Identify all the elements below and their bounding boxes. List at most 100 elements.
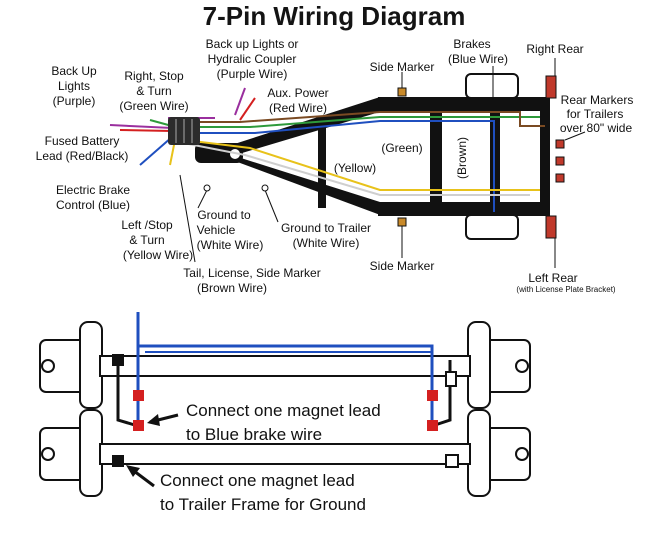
leader-tail-license xyxy=(179,174,196,263)
axle-tube-lower xyxy=(99,443,471,465)
note-magnet-blue-1: Connect one magnet lead xyxy=(186,401,381,420)
trailer-frame xyxy=(195,73,550,240)
label-aux-power-1: Aux. Power xyxy=(267,86,328,100)
label-left-stop-2: & Turn xyxy=(129,233,164,247)
label-left-stop-1: Left /Stop xyxy=(121,218,173,232)
label-ground-trailer-2: (White Wire) xyxy=(293,236,360,250)
label-back-up-lights-3: (Purple) xyxy=(53,94,96,108)
label-tail-license-1: Tail, License, Side Marker xyxy=(183,266,320,280)
label-tail-license-2: (Brown Wire) xyxy=(197,281,267,295)
frame-bottom-rail xyxy=(378,202,548,216)
label-left-rear: Left Rear xyxy=(528,271,577,285)
splice-upper-left xyxy=(133,390,144,401)
label-yellow: (Yellow) xyxy=(334,161,376,175)
leader-lines xyxy=(179,58,586,268)
label-left-stop-3: (Yellow Wire) xyxy=(123,248,193,262)
label-fused-battery-2: Lead (Red/Black) xyxy=(36,149,129,163)
plug-purple xyxy=(109,124,173,129)
rear-marker-2 xyxy=(555,156,565,166)
side-marker-bottom xyxy=(397,217,407,227)
label-side-marker-top: Side Marker xyxy=(370,60,435,74)
label-side-marker-bottom: Side Marker xyxy=(370,259,435,273)
side-marker-top xyxy=(397,87,407,97)
leader-rear-markers xyxy=(564,131,586,141)
note-magnet-ground-2: to Trailer Frame for Ground xyxy=(160,495,366,514)
label-right-stop-3: (Green Wire) xyxy=(119,99,188,113)
ground-wire-left xyxy=(116,360,139,428)
label-backup-hydraulic-1: Back up Lights or xyxy=(206,37,299,51)
label-electric-brake-2: Control (Blue) xyxy=(56,198,130,212)
page-title: 7-Pin Wiring Diagram xyxy=(203,1,466,31)
label-brakes-2: (Blue Wire) xyxy=(448,52,508,66)
aux-purple xyxy=(234,87,246,116)
wheel-left xyxy=(465,214,519,240)
label-brown: (Brown) xyxy=(455,137,469,179)
label-green: (Green) xyxy=(381,141,422,155)
label-rear-markers-3: over 80" wide xyxy=(560,121,633,135)
rear-marker-3 xyxy=(555,173,565,183)
label-brakes-1: Brakes xyxy=(453,37,490,51)
axle-tube-upper xyxy=(99,355,471,377)
rear-marker-1 xyxy=(555,139,565,149)
aux-red xyxy=(239,97,256,121)
spindle-upper-right xyxy=(515,359,529,373)
spindle-upper-left xyxy=(41,359,55,373)
label-electric-brake-1: Electric Brake xyxy=(56,183,130,197)
label-back-up-lights-2: Lights xyxy=(58,79,90,93)
tongue-upper-rail xyxy=(222,97,383,156)
hub-upper-right xyxy=(467,321,491,409)
leader-ground-vehicle xyxy=(197,189,208,209)
label-back-up-lights-1: Back Up xyxy=(51,64,97,78)
label-fused-battery-1: Fused Battery xyxy=(45,134,120,148)
cross-member-2 xyxy=(430,97,442,216)
ground-lug-lower-right xyxy=(445,454,459,468)
label-ground-trailer-1: Ground to Trailer xyxy=(281,221,371,235)
yellow-wire xyxy=(167,137,540,191)
label-ground-vehicle-2: Vehicle xyxy=(197,223,236,237)
spindle-lower-left xyxy=(41,447,55,461)
label-right-stop-1: Right, Stop xyxy=(124,69,184,83)
ground-lug-lower-left xyxy=(112,455,124,467)
note-magnet-blue-2: to Blue brake wire xyxy=(186,425,322,444)
right-rear-lamp xyxy=(545,75,557,99)
white-wire xyxy=(167,139,530,196)
green-wire xyxy=(168,116,540,128)
cross-member-1 xyxy=(318,128,326,208)
splice-lower-left xyxy=(133,420,144,431)
blue-wire xyxy=(168,120,495,212)
ground-vehicle-terminal xyxy=(203,184,211,192)
tongue-lower-rail xyxy=(222,152,383,216)
ground-trailer-terminal xyxy=(261,184,269,192)
ground-lug-upper-right xyxy=(445,371,457,387)
brown-wire xyxy=(168,111,545,127)
label-ground-vehicle-1: Ground to xyxy=(197,208,251,222)
label-rear-markers-2: for Trailers xyxy=(567,107,624,121)
label-rear-markers-1: Rear Markers xyxy=(561,93,634,107)
axle-diagram xyxy=(39,312,531,497)
label-backup-hydraulic-2: Hydralic Coupler xyxy=(208,52,297,66)
wheel-right xyxy=(465,73,519,99)
left-rear-lamp xyxy=(545,215,557,239)
frame-top-rail xyxy=(378,97,548,111)
label-right-rear: Right Rear xyxy=(526,42,583,56)
plug-blue xyxy=(139,136,173,166)
label-aux-power-2: (Red Wire) xyxy=(269,101,327,115)
splice-lower-right xyxy=(427,420,438,431)
leader-ground-trailer xyxy=(264,189,279,223)
arrow-ground-head xyxy=(126,465,140,477)
arrow-blue-brake-head xyxy=(147,414,160,426)
brake-wire-upper xyxy=(136,312,434,394)
label-right-stop-2: & Turn xyxy=(136,84,171,98)
hub-upper-left xyxy=(79,321,103,409)
label-backup-hydraulic-3: (Purple Wire) xyxy=(217,67,288,81)
rear-member xyxy=(540,97,550,216)
label-ground-vehicle-3: (White Wire) xyxy=(197,238,264,252)
splice-upper-right xyxy=(427,390,438,401)
plug-red xyxy=(119,129,173,132)
spindle-lower-right xyxy=(515,447,529,461)
ground-lug-upper-left xyxy=(112,354,124,366)
note-magnet-ground-1: Connect one magnet lead xyxy=(160,471,355,490)
label-license-bracket: (with License Plate Bracket) xyxy=(516,285,615,294)
hub-lower-left xyxy=(79,409,103,497)
